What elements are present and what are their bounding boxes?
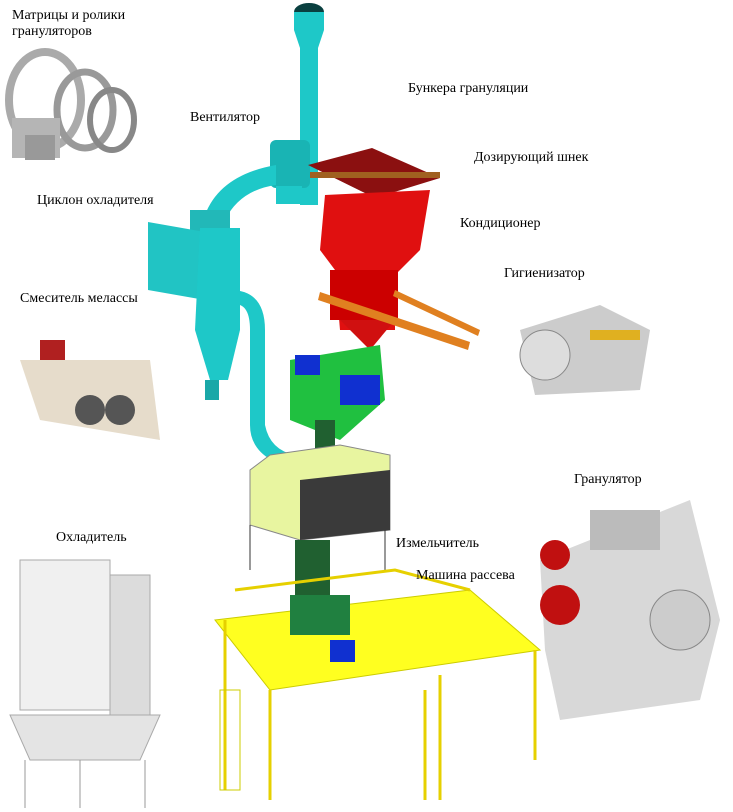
- sifter-platform: [214, 568, 542, 800]
- label-molasses-mixer: Смеситель мелассы: [20, 291, 138, 306]
- label-cooler: Охладитель: [56, 530, 127, 545]
- label-dies-rollers-line1: Матрицы и ролики: [12, 8, 126, 23]
- label-dies-rollers-line2: грануляторов: [12, 24, 92, 39]
- label-dosing-screw: Дозирующий шнек: [474, 150, 589, 165]
- label-dies-rollers: Матрицы и ролики грануляторов: [12, 8, 125, 40]
- cooler-box: [249, 444, 391, 600]
- molasses-mixer-photo: [20, 340, 160, 440]
- label-crusher: Измельчитель: [396, 536, 480, 551]
- label-cooler-cyclone: Циклон охладителя: [37, 193, 154, 208]
- pelletizer-photo: [540, 500, 720, 720]
- cooler-photo: [9, 559, 161, 808]
- label-pelletizer: Гранулятор: [574, 472, 642, 487]
- hygienizer-photo: [519, 305, 650, 395]
- pellet-mill: [290, 345, 385, 460]
- dies-rollers-photo: [5, 48, 137, 160]
- label-pellet-bins: Бункера грануляции: [408, 81, 529, 96]
- label-conditioner: Кондиционер: [460, 216, 541, 231]
- label-sifter: Машина рассева: [416, 568, 515, 583]
- label-hygienizer: Гигиенизатор: [504, 266, 585, 281]
- fan-and-ducts: [148, 3, 324, 470]
- pellet-bins: [308, 148, 440, 350]
- dosing-beams: [318, 290, 480, 350]
- label-fan: Вентилятор: [190, 110, 261, 125]
